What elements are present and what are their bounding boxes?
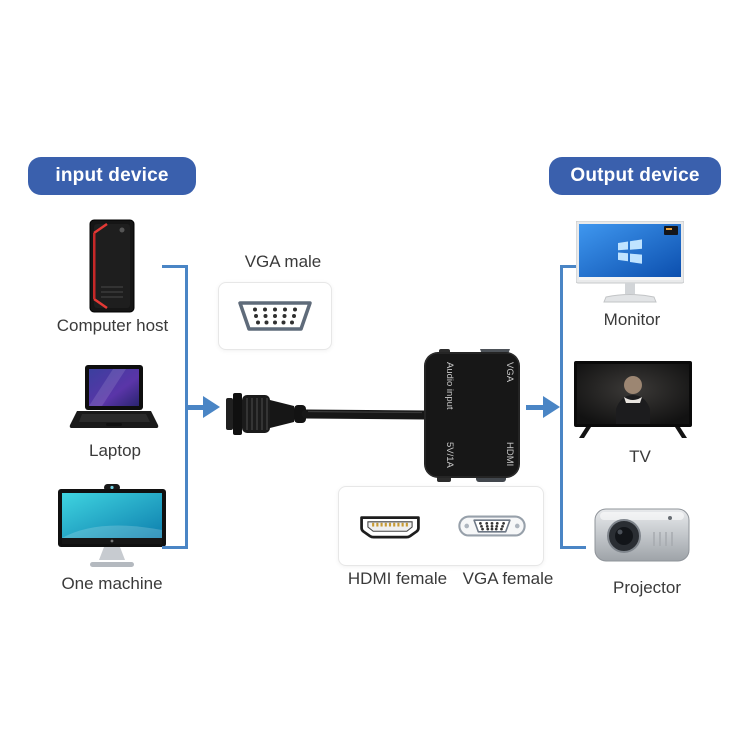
computer-host-label: Computer host [56,316,169,335]
adapter-vga-port-label: VGA [504,362,515,383]
adapter-audio-port-label: Audio input [444,362,455,410]
hdmi-female-connector-icon [360,516,420,539]
vga-male-label: VGA male [244,252,322,271]
vga-male-connector-icon [238,301,312,331]
input-arrow-head [203,396,220,418]
adapter-hdmi-port-label: HDMI [504,442,515,466]
projector-label: Projector [612,578,682,597]
hdmi-female-label: HDMI female [347,569,448,588]
output-arrow-shaft [526,405,543,410]
tv-icon [574,361,692,443]
female-ports-box [338,486,544,566]
adapter-power-port-label: 5V/1A [444,442,455,469]
output-arrow-head [543,396,560,418]
monitor-icon [576,221,684,307]
input-device-badge: input device [28,157,196,195]
adapter-illustration: Audio input VGA 5V/1A HDMI [224,348,524,483]
input-bracket-top-tick [162,265,188,268]
vga-male-box [218,282,332,350]
one-machine-label: One machine [61,574,163,593]
vga-female-label: VGA female [462,569,554,588]
input-arrow-shaft [186,405,203,410]
laptop-label: Laptop [89,441,141,460]
monitor-label: Monitor [603,310,661,329]
computer-host-icon [74,218,150,314]
laptop-icon [68,364,160,436]
output-bracket-bottom-tick [560,546,586,549]
one-machine-icon [58,484,166,570]
projector-icon [594,502,690,568]
output-bracket-top-tick [560,265,586,268]
output-device-badge: Output device [549,157,721,195]
tv-label: TV [629,447,651,466]
vga-female-connector-icon [458,515,526,537]
output-bracket-vertical [560,265,563,549]
input-bracket-bottom-tick [162,546,188,549]
